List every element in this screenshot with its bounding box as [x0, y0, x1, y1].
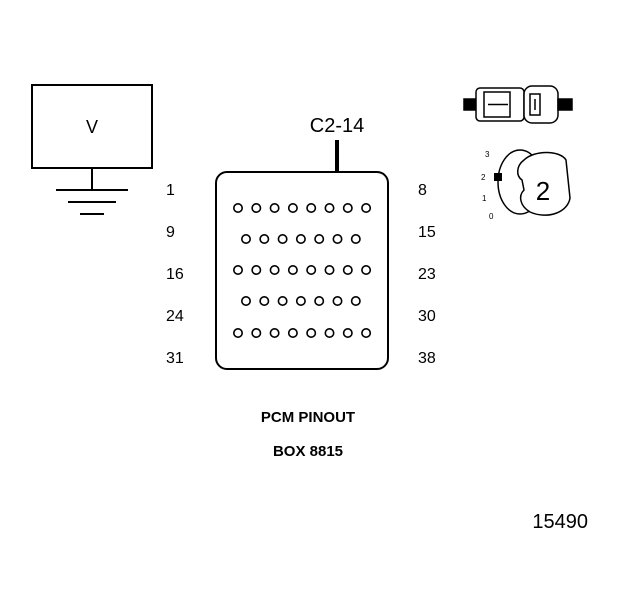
connector-pin: [342, 203, 353, 214]
connector-pin: [269, 203, 280, 214]
connector-pin: [306, 327, 317, 338]
connector-pin: [233, 327, 244, 338]
connector-pin: [324, 264, 335, 275]
row-labels-right: 8 15 23 30 38: [418, 182, 436, 367]
pin-rows: [233, 203, 372, 338]
selector-scale-3: 3: [485, 150, 490, 159]
connector-plug-icon: [463, 85, 573, 124]
connector-pin: [295, 295, 306, 306]
voltmeter-label: V: [86, 117, 98, 137]
selector-scale-2: 2: [481, 173, 486, 182]
ground-icon: [56, 168, 128, 215]
connector-pin: [342, 264, 353, 275]
row-label-right: 38: [418, 350, 436, 367]
connector-pin: [350, 234, 361, 245]
connector-pin: [277, 295, 288, 306]
selector-knob-icon: 3 2 1 0 2: [481, 149, 571, 221]
connector-pin: [342, 327, 353, 338]
caption-title: PCM PINOUT: [261, 409, 355, 426]
row-label-left: 16: [166, 266, 184, 283]
connector-pin: [259, 295, 270, 306]
connector-pin: [269, 327, 280, 338]
selector-position: 2: [536, 176, 550, 206]
connector-pin: [306, 203, 317, 214]
row-label-right: 23: [418, 266, 436, 283]
row-labels-left: 1 9 16 24 31: [166, 182, 184, 367]
figure-number: 15490: [532, 511, 588, 533]
connector-pin: [269, 264, 280, 275]
connector-pin: [314, 234, 325, 245]
connector-pin: [251, 203, 262, 214]
connector-pin: [251, 327, 262, 338]
connector-pin: [324, 203, 335, 214]
row-label-left: 9: [166, 224, 175, 241]
connector-face: [215, 171, 389, 370]
connector-pin: [350, 295, 361, 306]
row-label-right: 15: [418, 224, 436, 241]
selector-scale-1: 1: [482, 194, 487, 203]
connector-pin: [241, 295, 252, 306]
connector-pin: [361, 327, 372, 338]
connector-pin: [287, 203, 298, 214]
connector-pin: [324, 327, 335, 338]
row-label-right: 30: [418, 308, 436, 325]
connector-pin: [233, 264, 244, 275]
callout-label: C2-14: [310, 115, 364, 137]
connector-pin: [233, 203, 244, 214]
caption-box: BOX 8815: [273, 443, 343, 460]
connector-pin: [251, 264, 262, 275]
row-label-left: 24: [166, 308, 184, 325]
connector-pin: [314, 295, 325, 306]
connector-pin: [287, 327, 298, 338]
row-label-right: 8: [418, 182, 427, 199]
row-label-left: 1: [166, 182, 175, 199]
connector-pin: [259, 234, 270, 245]
connector-pin: [295, 234, 306, 245]
connector-pin: [306, 264, 317, 275]
connector-pin: [277, 234, 288, 245]
voltmeter: V: [31, 84, 153, 215]
connector-pin: [241, 234, 252, 245]
connector-pin: [332, 295, 343, 306]
selector-scale-0: 0: [489, 212, 494, 221]
connector-pin: [361, 203, 372, 214]
connector-pin: [361, 264, 372, 275]
voltmeter-box: [31, 84, 153, 169]
connector-pin: [287, 264, 298, 275]
row-label-left: 31: [166, 350, 184, 367]
connector-pin: [332, 234, 343, 245]
